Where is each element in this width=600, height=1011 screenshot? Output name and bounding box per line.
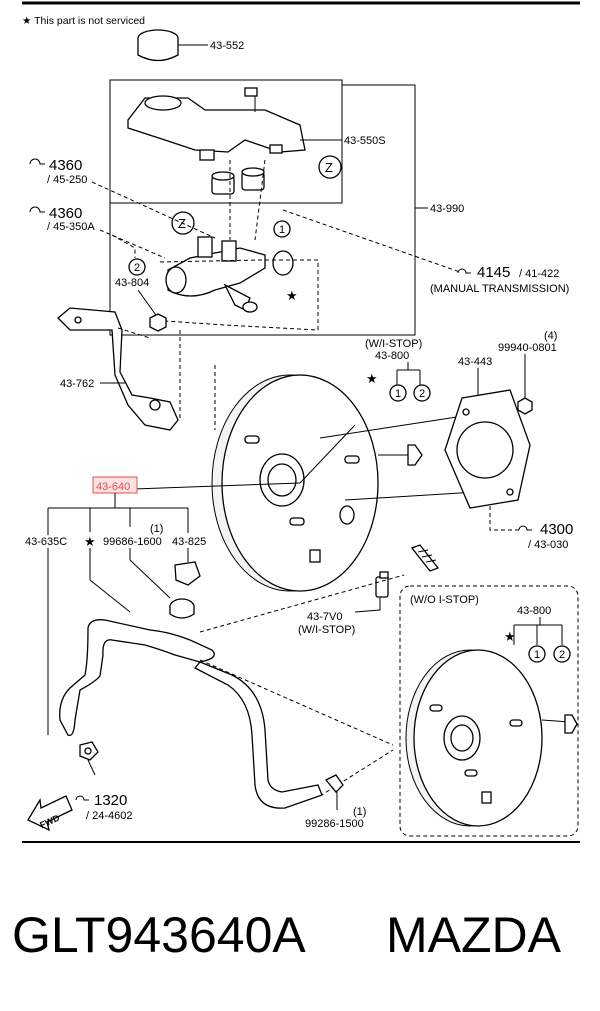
svg-text:1: 1 [279, 224, 285, 236]
ref-4360-a: 4360 / 45-250 [29, 157, 87, 186]
label-43-990: 43-990 [430, 203, 464, 215]
label-43-804: 43-804 [115, 277, 149, 289]
reservoir-tank [127, 87, 306, 161]
svg-text:/ 24-4602: / 24-4602 [86, 810, 132, 822]
label-wo-istop: (W/O I-STOP) [410, 594, 479, 606]
label-99686: 99686-1600 [103, 536, 162, 548]
svg-text:2: 2 [419, 388, 425, 400]
svg-text:/ 45-250: / 45-250 [47, 174, 87, 186]
svg-text:2: 2 [134, 262, 140, 274]
circle-2-mid: 2 [128, 258, 146, 276]
circle-1-43-800-b: 1 [528, 645, 546, 663]
star-43-800-b: ★ [504, 629, 516, 644]
brake-booster-no-istop [405, 649, 578, 827]
star-43-640: ★ [84, 534, 96, 549]
svg-text:(MANUAL TRANSMISSION): (MANUAL TRANSMISSION) [430, 283, 569, 295]
star-master: ★ [286, 288, 298, 303]
clip-43-825 [174, 561, 201, 586]
vacuum-hose [59, 619, 323, 809]
wo-istop-box [399, 585, 579, 837]
sensor-43-7V0 [375, 571, 389, 598]
hose-clip-left [79, 741, 99, 761]
header-note: ★ This part is not serviced [22, 15, 145, 27]
svg-text:/ 43-030: / 43-030 [528, 539, 568, 551]
ref-4360-b: 4360 / 45-350A [29, 205, 95, 233]
label-43-800-b: 43-800 [517, 605, 551, 617]
label-wi-stop-2: (W/I-STOP) [298, 624, 355, 636]
grommet-2 [241, 167, 265, 191]
star-43-800-a: ★ [366, 371, 378, 386]
label-43-443: 43-443 [458, 356, 492, 368]
svg-text:/ 41-422: / 41-422 [519, 268, 559, 280]
label-43-640[interactable]: 43-640 [96, 481, 130, 493]
svg-text:4360: 4360 [49, 205, 82, 222]
nut-99940 [517, 397, 533, 415]
label-43-7V0: 43-7V0 [307, 611, 342, 623]
nut-43-804 [149, 313, 167, 332]
label-99940: 99940-0801 [498, 342, 557, 354]
z-marker-top: Z [318, 155, 342, 179]
svg-text:Z: Z [325, 160, 333, 175]
label-43-550S: 43-550S [344, 135, 386, 147]
bracket-43-762 [57, 307, 179, 431]
caption-brand: MAZDA [386, 907, 561, 963]
svg-text:1320: 1320 [94, 792, 127, 809]
reservoir-cap [137, 29, 208, 62]
svg-text:4360: 4360 [49, 157, 82, 174]
label-wi-stop-1: (W/I-STOP) [365, 338, 422, 350]
fwd-arrow-icon: FWD [27, 795, 73, 832]
circle-1-top: 1 [273, 220, 291, 238]
hose-clip-right [324, 774, 344, 793]
label-99286: 99286-1500 [305, 818, 364, 830]
label-43-635C: 43-635C [25, 536, 67, 548]
master-cylinder [165, 236, 266, 313]
label-qty1-a: (1) [150, 523, 163, 535]
clamp-99686 [169, 598, 195, 619]
ref-1320: 1320 / 24-4602 [75, 792, 132, 822]
gasket-43-443 [444, 389, 531, 509]
reservoir-box [109, 79, 343, 204]
caption: GLT943640A MAZDA [0, 895, 600, 975]
circle-1-43-800-a: 1 [389, 384, 407, 402]
filter-pad [410, 544, 440, 572]
o-ring [272, 250, 294, 276]
svg-text:1: 1 [395, 388, 401, 400]
label-43-825: 43-825 [172, 536, 206, 548]
label-43-552: 43-552 [210, 40, 244, 52]
circle-2-43-800-b: 2 [553, 645, 571, 663]
circle-2-43-800-a: 2 [413, 384, 431, 402]
grommet-1 [211, 171, 235, 195]
caption-part-number: GLT943640A [12, 907, 306, 963]
svg-text:4300: 4300 [540, 521, 573, 538]
brake-booster-istop [211, 374, 423, 592]
svg-text:2: 2 [559, 649, 565, 661]
label-43-800-a: 43-800 [375, 350, 409, 362]
ref-4300: 4300 / 43-030 [518, 521, 573, 551]
ref-4145: 4145 / 41-422 (MANUAL TRANSMISSION) [430, 264, 569, 295]
label-qty1-b: (1) [353, 806, 366, 818]
svg-text:1: 1 [534, 649, 540, 661]
label-qty4: (4) [544, 330, 557, 342]
svg-text:/ 45-350A: / 45-350A [47, 221, 95, 233]
svg-text:4145: 4145 [477, 264, 510, 281]
label-43-762: 43-762 [60, 378, 94, 390]
